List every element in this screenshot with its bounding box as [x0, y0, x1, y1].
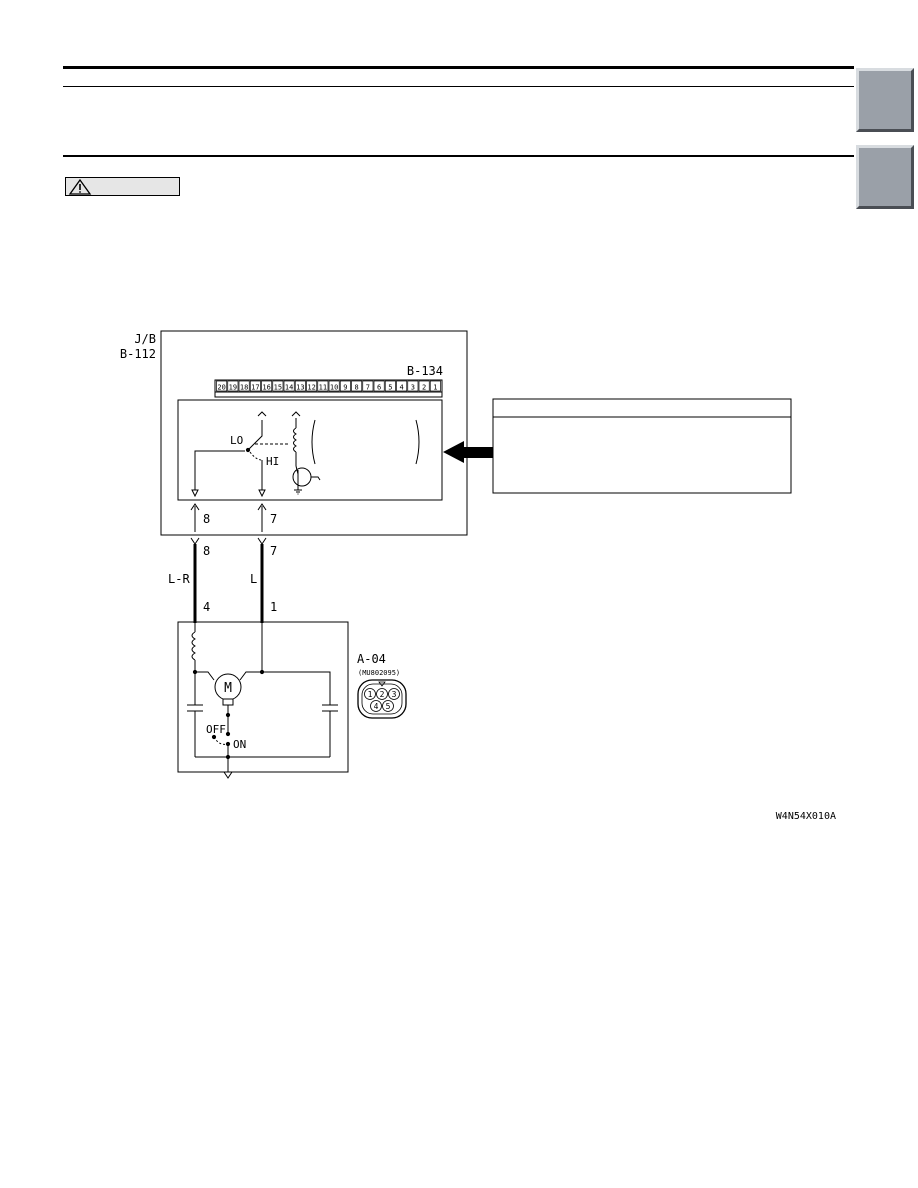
relay-pin-cell — [294, 380, 306, 392]
relay-internals — [191, 411, 420, 498]
connector-pin-number: 2 — [380, 690, 385, 699]
switch-off-label: OFF — [206, 723, 226, 736]
terminal-8-bottom: 8 — [203, 544, 210, 558]
relay-pin-cell — [283, 380, 295, 392]
relay-pin-number: 9 — [343, 384, 347, 392]
header-rule-thin — [63, 86, 854, 87]
relay-pin-number: 10 — [330, 384, 338, 392]
side-tab-1[interactable] — [856, 68, 914, 132]
relay-pin-cell — [396, 380, 408, 392]
relay-pin-number: 18 — [240, 384, 248, 392]
motor-box — [177, 621, 349, 773]
connector-pin-number: 4 — [374, 702, 379, 711]
relay-pin-cell — [429, 380, 441, 392]
wire-harness — [190, 503, 267, 623]
relay-pin-number: 11 — [319, 384, 327, 392]
jb-connector-label: B-112 — [120, 347, 156, 361]
wire-color-left: L-R — [168, 572, 190, 586]
relay-pin-cell — [272, 380, 284, 392]
switch-hi-label: HI — [266, 455, 279, 468]
connector-pin — [370, 700, 382, 712]
relay-pin-cell — [339, 380, 351, 392]
connector-pin — [376, 688, 388, 700]
callout-arrow — [443, 441, 493, 463]
junction-block-box — [160, 330, 468, 536]
switch-lo-label: LO — [230, 434, 243, 447]
motor-pin-1: 1 — [270, 600, 277, 614]
wire-color-right: L — [250, 572, 257, 586]
motor-pin-4: 4 — [203, 600, 210, 614]
relay-pin-number: 2 — [422, 384, 426, 392]
warning-icon — [68, 178, 92, 195]
relay-pin-number: 7 — [366, 384, 370, 392]
relay-pin-cell — [373, 380, 385, 392]
relay-pin-number: 19 — [229, 384, 237, 392]
jb-label: J/B — [134, 332, 156, 346]
relay-connector-label: B-134 — [407, 364, 443, 378]
relay-pin-cell — [261, 380, 273, 392]
relay-pin-number: 16 — [262, 384, 270, 392]
relay-pin-cell — [362, 380, 374, 392]
relay-pin-cell — [407, 380, 419, 392]
connector-pin — [364, 688, 376, 700]
relay-pin-number: 8 — [355, 384, 359, 392]
relay-pin-number: 1 — [433, 384, 437, 392]
terminal-8-top: 8 — [203, 512, 210, 526]
side-tab-2[interactable] — [856, 145, 914, 209]
relay-pin-number: 14 — [285, 384, 293, 392]
relay-pin-number: 4 — [400, 384, 404, 392]
header-rule-top — [63, 66, 854, 69]
figure-code: W4N54X010A — [776, 811, 836, 822]
motor-symbol: M — [224, 681, 232, 696]
motor-part-number: (MU802095) — [358, 669, 400, 677]
relay-pin-cell — [249, 380, 261, 392]
relay-pin-cell — [418, 380, 430, 392]
connector-pin-number: 1 — [368, 690, 373, 699]
relay-pin-number: 6 — [377, 384, 381, 392]
relay-pin-cell — [306, 380, 318, 392]
relay-pin-cell — [351, 380, 363, 392]
callout-box — [492, 398, 792, 494]
connector-pin-number: 5 — [386, 702, 391, 711]
motor-connector-label: A-04 — [357, 652, 386, 666]
terminal-7-bottom: 7 — [270, 544, 277, 558]
relay-pin-number: 13 — [296, 384, 304, 392]
relay-pin-number: 15 — [274, 384, 282, 392]
switch-on-label: ON — [233, 738, 246, 751]
relay-pin-cell — [238, 380, 250, 392]
relay-pin-cell — [317, 380, 329, 392]
connector-pin — [382, 700, 394, 712]
motor-circuit — [187, 622, 338, 779]
relay-pin-cell — [227, 380, 239, 392]
relay-pin-number: 17 — [251, 384, 259, 392]
connector-pin-number: 3 — [392, 690, 397, 699]
relay-pin-number: 3 — [411, 384, 415, 392]
header-rule-bottom — [63, 155, 854, 157]
relay-pin-number: 20 — [217, 384, 225, 392]
relay-pin-number: 12 — [307, 384, 315, 392]
relay-pin-cell — [216, 380, 228, 392]
relay-pin-number: 5 — [388, 384, 392, 392]
terminal-7-top: 7 — [270, 512, 277, 526]
relay-pin-cell — [384, 380, 396, 392]
caution-box — [65, 177, 180, 196]
relay-box — [177, 399, 443, 501]
relay-pin-cell — [328, 380, 340, 392]
connector-pin — [388, 688, 400, 700]
